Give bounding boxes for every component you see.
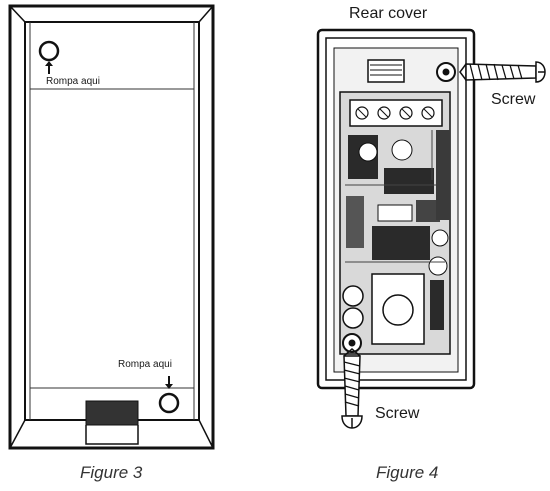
figure-3-caption: Figure 3 [80, 463, 143, 482]
figure-4-bottom-screw [341, 348, 363, 429]
figure-4-label-screw-bottom: Screw [375, 405, 420, 422]
figure-3-label-top: Rompa aqui [46, 76, 100, 87]
figure-3-bottom-tab [85, 400, 139, 445]
figure-4-label-rear-cover: Rear cover [349, 5, 428, 22]
figure-4-bottom-screw-hole [342, 333, 362, 353]
figure-4-label-screw-top: Screw [491, 91, 536, 108]
figure-3-top-knockout-hole [38, 40, 60, 74]
figure-4-top-sensor-window [367, 59, 405, 83]
figure-3-label-bottom: Rompa aqui [118, 359, 172, 370]
figure-4-top-screw-hole [436, 62, 456, 82]
figure-4-circuit-board [339, 91, 451, 355]
figure-3-rear-panel [8, 4, 215, 450]
figure-4-caption: Figure 4 [376, 463, 439, 482]
figure-3-bottom-knockout-hole [158, 376, 180, 414]
figure-4-top-screw [459, 61, 546, 83]
